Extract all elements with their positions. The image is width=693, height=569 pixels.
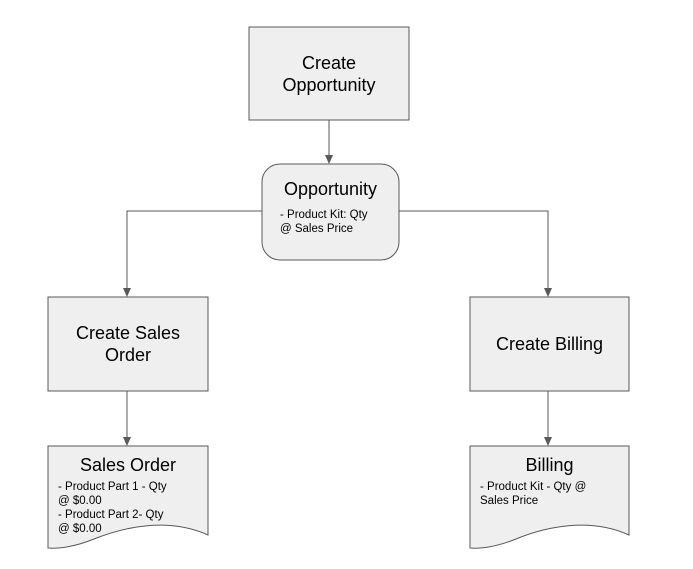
billing-document-shape: [469, 445, 630, 549]
create-sales-order-shape: [47, 296, 209, 392]
billing-node: Billing - Product Kit - Qty @ Sales Pric…: [470, 446, 629, 550]
opportunity-title: Opportunity: [283, 179, 378, 199]
create-sales-order-label: Create Sales Order: [75, 323, 181, 365]
sales-order-detail: - Product Part 1 - Qty @ $0.00 - Product…: [58, 481, 167, 535]
sales-order-document-shape: [47, 445, 209, 549]
opportunity-detail: - Product Kit: Qty @ Sales Price: [280, 209, 368, 235]
create-billing-shape: [469, 296, 630, 392]
opportunity-node: Opportunity - Product Kit: Qty @ Sales P…: [262, 164, 399, 260]
create-opportunity-node: Create Opportunity: [249, 27, 409, 120]
create-sales-order-node: Create Sales Order: [48, 297, 208, 391]
edge-opportunity-to-create-sales-order: [123, 210, 262, 297]
sales-order-title: Sales Order: [79, 455, 177, 475]
create-opportunity-shape: [248, 26, 410, 121]
create-opportunity-label: Create Opportunity: [282, 52, 376, 95]
billing-detail: - Product Kit - Qty @ Sales Price: [480, 481, 587, 507]
edge-opportunity-to-create-billing: [399, 210, 552, 297]
create-billing-node: Create Billing: [470, 297, 629, 391]
billing-title: Billing: [525, 455, 574, 475]
create-billing-label: Create Billing: [495, 334, 604, 354]
opportunity-shape: [261, 163, 400, 261]
sales-order-node: Sales Order - Product Part 1 - Qty @ $0.…: [48, 446, 208, 550]
